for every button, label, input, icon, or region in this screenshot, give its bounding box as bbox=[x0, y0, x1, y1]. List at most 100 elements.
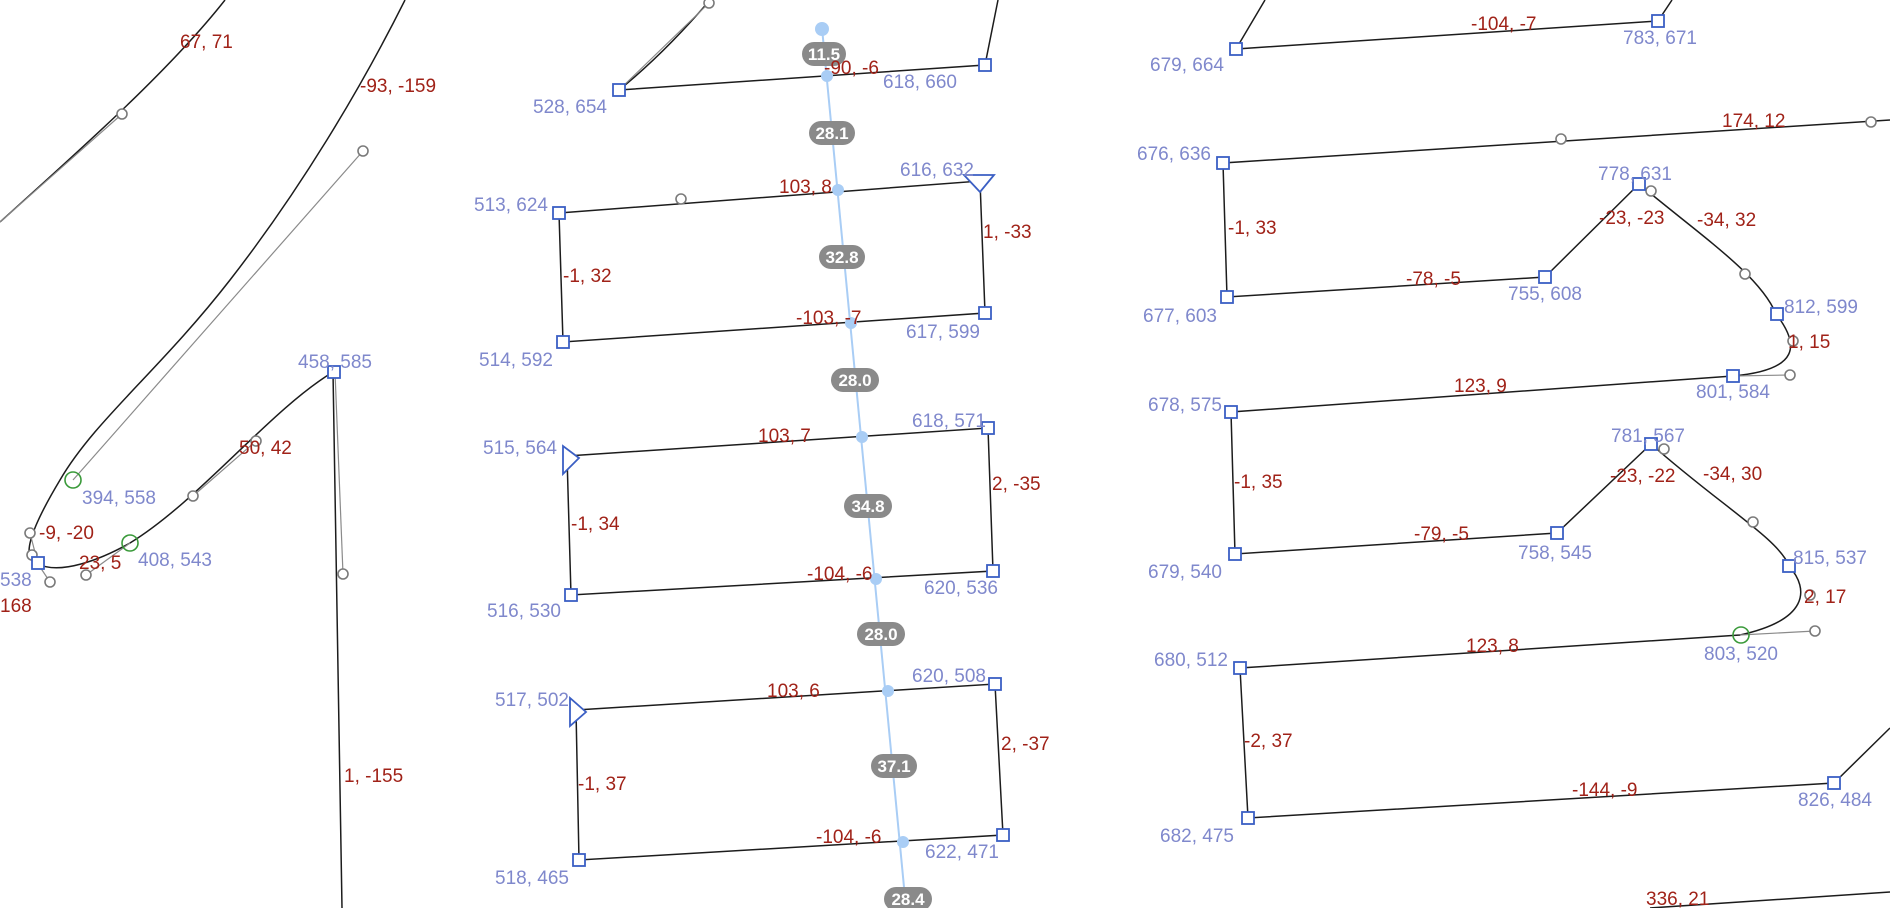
coordinate-label: 620, 508 bbox=[912, 666, 986, 687]
coordinate-label: 781, 567 bbox=[1611, 426, 1685, 447]
coordinate-label: 616, 632 bbox=[900, 160, 974, 181]
coordinate-label: 678, 575 bbox=[1148, 395, 1222, 416]
handle-point[interactable] bbox=[1747, 516, 1759, 528]
measure-point[interactable] bbox=[821, 70, 833, 82]
handle-point[interactable] bbox=[80, 569, 92, 581]
handle-point[interactable] bbox=[24, 527, 36, 539]
measure-value: 28.0 bbox=[864, 625, 897, 644]
corner-node[interactable] bbox=[1220, 290, 1234, 304]
corner-node[interactable] bbox=[1827, 776, 1841, 790]
delta-label: 1, -33 bbox=[983, 222, 1032, 243]
measure-value: 28.1 bbox=[815, 124, 848, 143]
measure-point[interactable] bbox=[856, 431, 868, 443]
outline-segment[interactable] bbox=[28, 0, 406, 565]
handle-point[interactable] bbox=[1804, 589, 1816, 601]
start-node[interactable] bbox=[961, 174, 996, 194]
outline-segment[interactable] bbox=[566, 427, 994, 596]
corner-node[interactable] bbox=[996, 828, 1010, 842]
handle-point[interactable] bbox=[1784, 369, 1796, 381]
handle-point[interactable] bbox=[675, 193, 687, 205]
corner-node[interactable] bbox=[1229, 42, 1243, 56]
handle-point[interactable] bbox=[1658, 443, 1670, 455]
corner-node[interactable] bbox=[612, 83, 626, 97]
corner-node[interactable] bbox=[552, 206, 566, 220]
corner-node[interactable] bbox=[564, 588, 578, 602]
measure-point[interactable] bbox=[832, 184, 844, 196]
measure-point[interactable] bbox=[815, 22, 829, 36]
measure-badge bbox=[884, 887, 932, 908]
corner-node[interactable] bbox=[986, 564, 1000, 578]
corner-node[interactable] bbox=[1782, 559, 1796, 573]
measure-point[interactable] bbox=[882, 685, 894, 697]
corner-node[interactable] bbox=[1241, 811, 1255, 825]
outline-right[interactable] bbox=[1216, 0, 1890, 908]
outline-segment[interactable] bbox=[558, 180, 986, 343]
measure-badge bbox=[809, 121, 855, 145]
corner-node[interactable] bbox=[1233, 661, 1247, 675]
start-node[interactable] bbox=[562, 444, 581, 477]
handle-point[interactable] bbox=[116, 108, 128, 120]
delta-labels: 67, 71 -93, -159 -90, -6 103, 8 1, -33 -… bbox=[0, 14, 1846, 908]
corner-node[interactable] bbox=[981, 421, 995, 435]
coordinate-label: 676, 636 bbox=[1137, 144, 1211, 165]
coordinate-label: 801, 584 bbox=[1696, 382, 1770, 403]
outline-segment[interactable] bbox=[37, 370, 343, 908]
corner-node[interactable] bbox=[1216, 156, 1230, 170]
handle-point[interactable] bbox=[703, 0, 715, 9]
corner-node[interactable] bbox=[978, 306, 992, 320]
delta-label: -1, 34 bbox=[571, 514, 620, 535]
corner-node[interactable] bbox=[1770, 307, 1784, 321]
coordinate-label: 677, 603 bbox=[1143, 306, 1217, 327]
handle-point[interactable] bbox=[1787, 335, 1799, 347]
corner-node[interactable] bbox=[1538, 270, 1552, 284]
corner-node[interactable] bbox=[1644, 437, 1658, 451]
handle-point[interactable] bbox=[337, 568, 349, 580]
corner-node[interactable] bbox=[1726, 369, 1740, 383]
handle-point[interactable] bbox=[1645, 185, 1657, 197]
outline-segment[interactable] bbox=[1234, 0, 1673, 50]
delta-label: 50, 42 bbox=[239, 438, 292, 459]
outline-segment[interactable] bbox=[1649, 891, 1890, 908]
delta-label: -1, 35 bbox=[1234, 472, 1283, 493]
handle-point[interactable] bbox=[1739, 268, 1751, 280]
corner-node[interactable] bbox=[1550, 526, 1564, 540]
smooth-node[interactable] bbox=[121, 534, 139, 552]
handle-point[interactable] bbox=[357, 145, 369, 157]
corner-node[interactable] bbox=[556, 335, 570, 349]
outline-left[interactable] bbox=[0, 0, 406, 908]
handle-point[interactable] bbox=[250, 435, 262, 447]
handle-point[interactable] bbox=[44, 576, 56, 588]
handle-line bbox=[618, 2, 710, 91]
delta-label: 123, 9 bbox=[1454, 376, 1507, 397]
handle-line bbox=[1739, 630, 1816, 636]
coordinate-label: 538 bbox=[0, 570, 32, 591]
corner-node[interactable] bbox=[1228, 547, 1242, 561]
measure-point[interactable] bbox=[897, 836, 909, 848]
corner-node[interactable] bbox=[31, 556, 45, 570]
corner-node[interactable] bbox=[1651, 14, 1665, 28]
corner-node[interactable] bbox=[1632, 177, 1646, 191]
delta-label: -1, 37 bbox=[578, 774, 627, 795]
measure-value: 34.8 bbox=[851, 497, 884, 516]
coordinate-label: 515, 564 bbox=[483, 438, 557, 459]
measure-point[interactable] bbox=[845, 317, 857, 329]
corner-node[interactable] bbox=[327, 365, 341, 379]
start-node[interactable] bbox=[569, 696, 588, 728]
outline-segment[interactable] bbox=[575, 683, 1004, 861]
handle-point[interactable] bbox=[1865, 116, 1877, 128]
measure-point[interactable] bbox=[870, 573, 882, 585]
handle-point[interactable] bbox=[1555, 133, 1567, 145]
corner-node[interactable] bbox=[978, 58, 992, 72]
handle-point[interactable] bbox=[1809, 625, 1821, 637]
smooth-node[interactable] bbox=[1732, 626, 1750, 644]
corner-node[interactable] bbox=[1224, 405, 1238, 419]
measure-tool[interactable]: 11.5 28.1 32.8 28.0 34.8 28.0 37.1 28.4 bbox=[802, 22, 932, 908]
outline-segment[interactable] bbox=[1222, 119, 1890, 819]
measure-value: 28.4 bbox=[891, 890, 925, 908]
corner-node[interactable] bbox=[572, 853, 586, 867]
handle-point[interactable] bbox=[187, 490, 199, 502]
corner-node[interactable] bbox=[988, 677, 1002, 691]
smooth-node[interactable] bbox=[64, 471, 82, 489]
delta-label: -2, 37 bbox=[1244, 731, 1293, 752]
